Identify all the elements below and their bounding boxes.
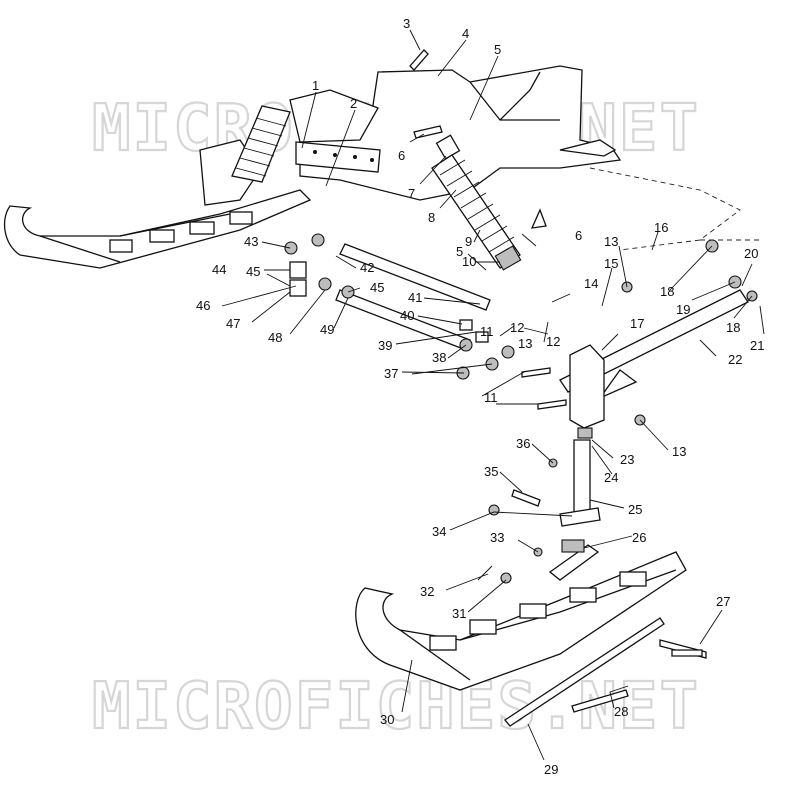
leader-lines [221, 29, 765, 761]
callout-12b: 12 [546, 334, 560, 349]
callout-37: 37 [384, 366, 398, 381]
callout-1: 1 [312, 78, 319, 93]
callout-5b: 5 [456, 244, 463, 259]
callout-20: 20 [744, 246, 758, 261]
callout-10: 10 [462, 254, 476, 269]
callout-35: 35 [484, 464, 498, 479]
callout-32: 32 [420, 584, 434, 599]
callout-48: 48 [268, 330, 282, 345]
callout-4: 4 [462, 26, 469, 41]
callout-7: 7 [408, 186, 415, 201]
callout-6: 6 [398, 148, 405, 163]
callout-8: 8 [428, 210, 435, 225]
radius-rods [335, 243, 749, 400]
callout-18b: 18 [726, 320, 740, 335]
callout-11a: 11 [480, 324, 494, 339]
callout-3: 3 [403, 16, 410, 31]
callout-18a: 18 [660, 284, 674, 299]
callout-45b: 45 [370, 280, 384, 295]
callout-15: 15 [604, 256, 618, 271]
callout-11b: 11 [484, 390, 498, 405]
callout-2: 2 [350, 96, 357, 111]
callout-27: 27 [716, 594, 730, 609]
chassis-frame [289, 65, 760, 251]
callout-30: 30 [380, 712, 394, 727]
callout-23: 23 [620, 452, 634, 467]
callout-13b: 13 [518, 336, 532, 351]
callout-42: 42 [360, 260, 374, 275]
callout-40: 40 [400, 308, 414, 323]
callout-31: 31 [452, 606, 466, 621]
callout-33: 33 [490, 530, 504, 545]
callout-5: 5 [494, 42, 501, 57]
callout-28: 28 [614, 704, 628, 719]
callout-14: 14 [584, 276, 598, 291]
callout-6b: 6 [575, 228, 582, 243]
callout-25: 25 [628, 502, 642, 517]
callout-49: 49 [320, 322, 334, 337]
callouts: 1 2 3 4 5 6 7 8 9 10 5 6 13 16 15 20 14 … [196, 16, 764, 777]
callout-12a: 12 [510, 320, 524, 335]
callout-47: 47 [226, 316, 240, 331]
callout-24: 24 [604, 470, 618, 485]
callout-17: 17 [630, 316, 644, 331]
callout-9: 9 [465, 234, 472, 249]
callout-13a: 13 [604, 234, 618, 249]
callout-43: 43 [244, 234, 258, 249]
callout-29: 29 [544, 762, 558, 777]
left-ski-assembly [3, 105, 381, 269]
callout-21: 21 [750, 338, 764, 353]
callout-38: 38 [432, 350, 446, 365]
callout-22: 22 [728, 352, 742, 367]
callout-19: 19 [676, 302, 690, 317]
callout-36: 36 [516, 436, 530, 451]
callout-41: 41 [408, 290, 422, 305]
watermark-bottom: MICROFICHES.NET [92, 670, 700, 744]
callout-26: 26 [632, 530, 646, 545]
callout-13c: 13 [672, 444, 686, 459]
callout-34: 34 [432, 524, 446, 539]
callout-45a: 45 [246, 264, 260, 279]
callout-39: 39 [378, 338, 392, 353]
callout-46: 46 [196, 298, 210, 313]
callout-44: 44 [212, 262, 226, 277]
spindle [559, 344, 605, 527]
callout-16: 16 [654, 220, 668, 235]
shock-absorber [431, 134, 547, 271]
